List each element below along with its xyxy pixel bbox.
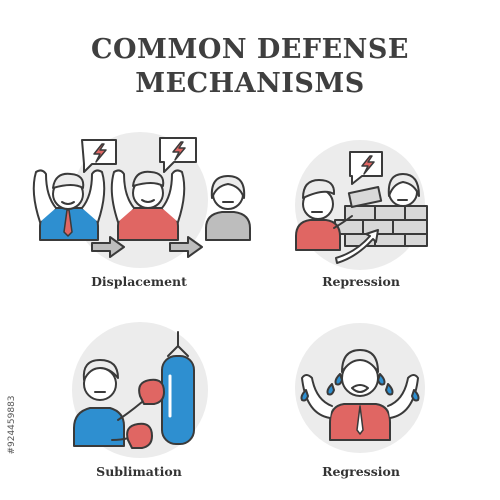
brick-wall-icon: [334, 186, 428, 247]
label-sublimation: Sublimation: [96, 464, 182, 479]
page-title-line1: COMMON DEFENSE: [91, 34, 409, 65]
boxing-glove-icon: [126, 422, 153, 449]
lightning-icon: [349, 151, 383, 185]
repression-illustration: [295, 140, 428, 270]
label-regression: Regression: [322, 464, 400, 479]
lightning-icon: [159, 137, 197, 173]
punching-bag-icon: [161, 331, 195, 445]
label-repression: Repression: [322, 274, 400, 289]
tear-drop-icon: [300, 373, 420, 402]
arrow-right-icon: [91, 236, 125, 258]
boxing-glove-icon: [138, 378, 165, 405]
lightning-icon: [81, 139, 117, 173]
page-title-line2: MECHANISMS: [135, 68, 365, 99]
label-displacement: Displacement: [91, 274, 187, 289]
sublimation-illustration: [72, 322, 208, 458]
displacement-illustration: [32, 132, 251, 268]
regression-illustration: [295, 323, 425, 453]
arrow-right-icon: [169, 236, 203, 258]
